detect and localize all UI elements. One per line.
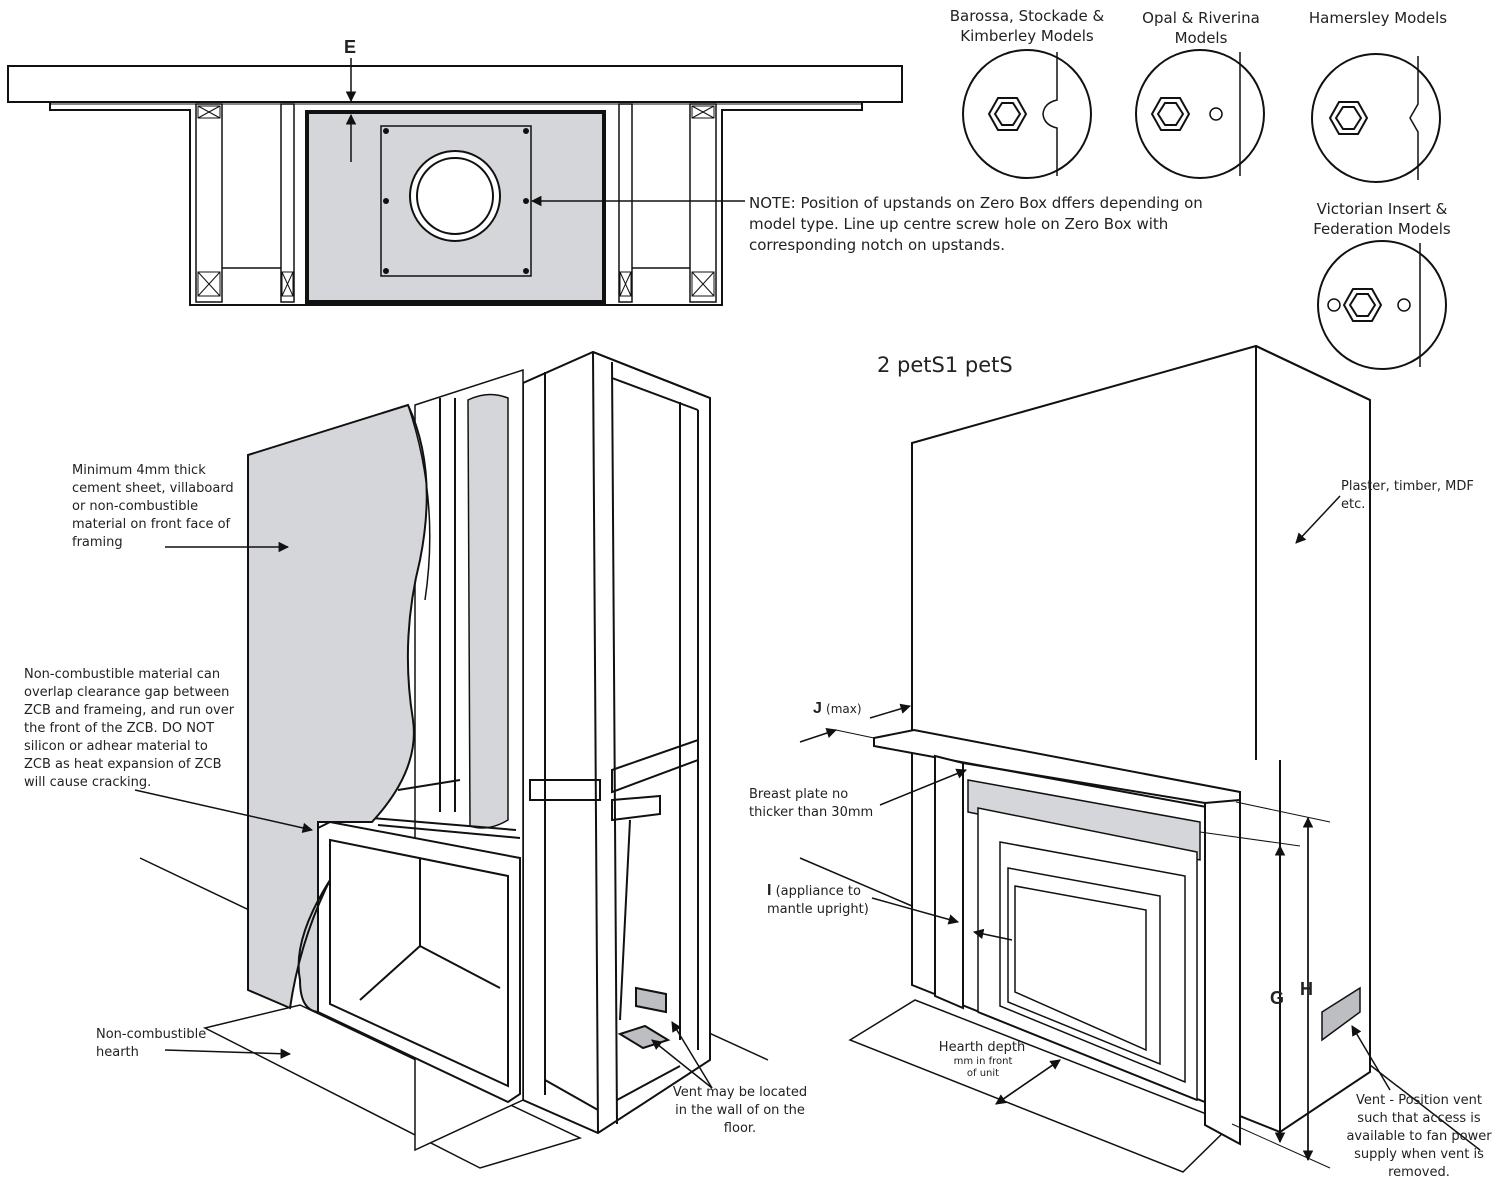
dimension-i-group: I (appliance to mantle upright): [767, 882, 887, 919]
finished-view: [799, 344, 1481, 1173]
hearth-depth-label: Hearth depth: [938, 1040, 1026, 1055]
framing-view: [134, 350, 769, 1169]
hearth-label: Non-combustible hearth: [96, 1027, 207, 1060]
model-label-victorian: Victorian Insert & Federation Models: [1313, 200, 1451, 238]
floor-vent-label: Vent may be located in the wall of on th…: [672, 1085, 808, 1136]
step-heading: 2 petS1 petS: [877, 353, 1013, 377]
hearth-depth-sub: mm in front of unit: [953, 1056, 1013, 1079]
upstand-note: NOTE: Position of upstands on Zero Box d…: [749, 194, 1203, 254]
dimension-j-suffix: (max): [826, 702, 862, 716]
model-label-opal: Opal & Riverina Models: [1142, 9, 1260, 47]
model-label-barossa: Barossa, Stockade & Kimberley Models: [949, 7, 1105, 45]
breast-plate-label: Breast plate no thicker than 30mm: [749, 787, 874, 820]
cement-sheet-label: Minimum 4mm thick cement sheet, villaboa…: [72, 463, 234, 550]
dimension-j-label: J: [813, 700, 822, 717]
model-detail-barossa: [962, 49, 1092, 179]
dimension-e-label: E: [344, 37, 357, 57]
model-label-hamersley: Hamersley Models: [1308, 9, 1448, 27]
dimension-i-suffix: (appliance to mantle upright): [767, 884, 869, 917]
plaster-label: Plaster, timber, MDF etc.: [1341, 479, 1474, 512]
dimension-i-label: I: [767, 882, 772, 899]
model-detail-hamersley: [1311, 53, 1441, 183]
dimension-g-label: G: [1270, 988, 1285, 1008]
wall-vent-label: Vent - Position vent such that access is…: [1346, 1093, 1492, 1180]
plan-view: [7, 58, 903, 306]
model-detail-opal: [1135, 49, 1265, 179]
dimension-h-label: H: [1300, 979, 1313, 999]
model-detail-victorian: [1317, 240, 1447, 370]
dimension-j-group: J (max): [813, 700, 862, 719]
overlap-label: Non-combustible material can overlap cle…: [24, 667, 235, 790]
